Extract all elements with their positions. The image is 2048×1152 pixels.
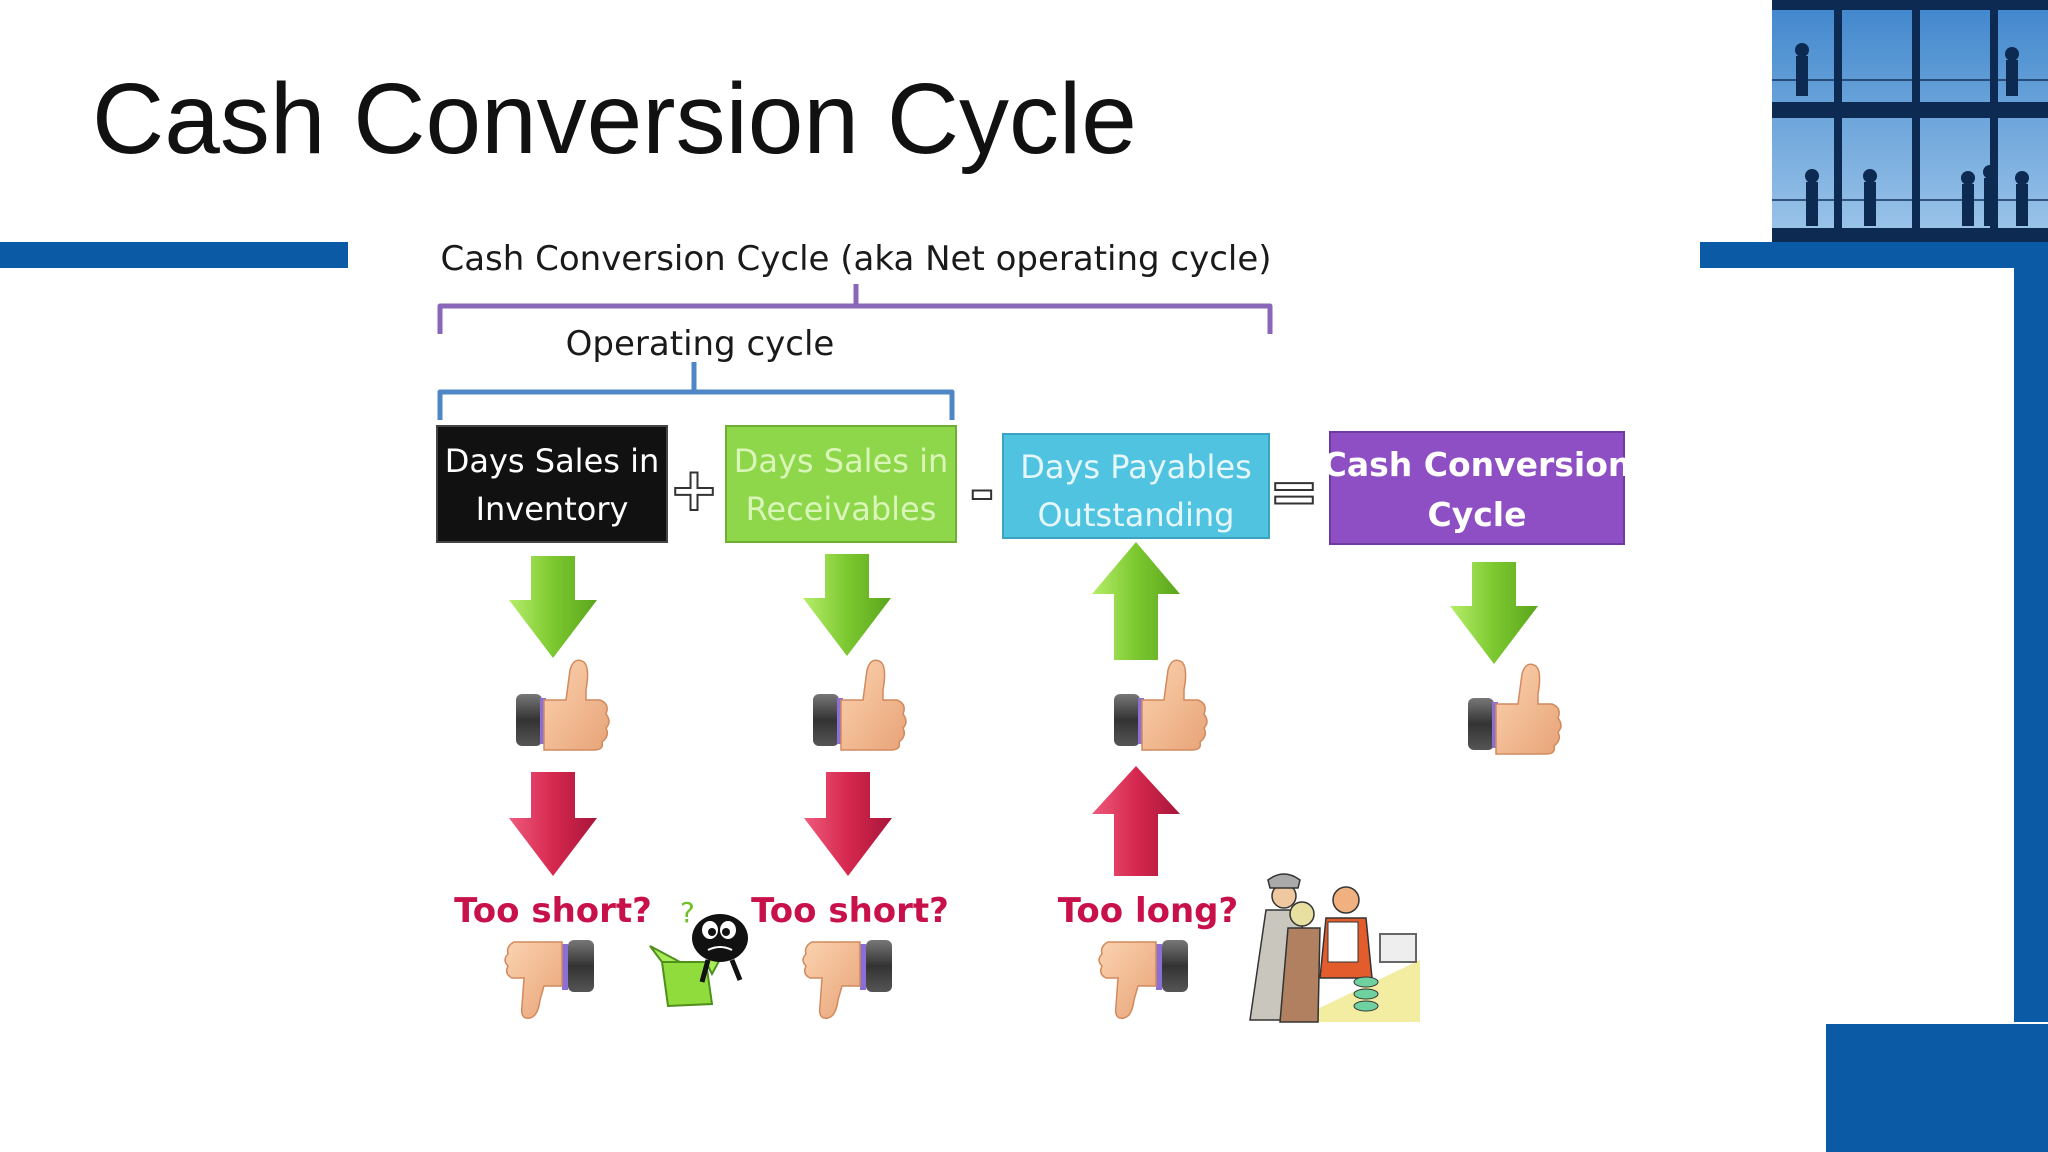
red-arrow-down-icon	[804, 772, 892, 876]
thumbs-down-icon	[802, 939, 893, 1019]
box-days-payables-outstanding: Days Payables Outstanding	[1002, 433, 1270, 539]
operator-minus: -	[970, 457, 995, 527]
inner-bracket	[437, 362, 955, 420]
box-label-line2: Receivables	[746, 490, 937, 528]
operator-plus: +	[669, 455, 719, 525]
green-arrow-down-icon	[509, 556, 597, 658]
confused-character-icon: ?	[649, 896, 748, 1008]
warning-label: Too short?	[751, 891, 949, 931]
thumbs-up-icon	[1467, 663, 1562, 755]
red-arrow-down-icon	[509, 772, 597, 876]
box-days-sales-inventory: Days Sales in Inventory	[436, 425, 668, 543]
thumbs-up-icon	[1113, 659, 1208, 751]
red-arrow-up-icon	[1092, 766, 1180, 876]
box-label-line2: Cycle	[1428, 495, 1527, 534]
box-cash-conversion-cycle: Cash Conversion Cycle	[1323, 431, 1632, 545]
operator-equals: =	[1269, 457, 1319, 527]
box-label-line1: Days Sales in	[445, 442, 660, 480]
box-label-line1: Days Payables	[1020, 448, 1252, 486]
outer-bracket	[437, 284, 1273, 334]
green-arrow-down-icon	[1450, 562, 1538, 664]
outer-bracket-label: Cash Conversion Cycle (aka Net operating…	[440, 239, 1271, 279]
thumbs-down-icon	[1098, 939, 1189, 1019]
green-arrow-down-icon	[803, 554, 891, 656]
warning-label: Too long?	[1058, 891, 1239, 931]
svg-text:?: ?	[680, 896, 695, 929]
warning-label: Too short?	[454, 891, 652, 931]
building-photo	[1772, 0, 2048, 242]
green-arrow-up-icon	[1092, 542, 1180, 660]
box-days-sales-receivables: Days Sales in Receivables	[725, 425, 957, 543]
right-side-strip	[2014, 242, 2048, 1022]
left-accent-bar	[0, 242, 348, 268]
right-accent-bar	[1700, 242, 2048, 268]
thumbs-up-icon	[515, 659, 610, 751]
bottom-right-block	[1826, 1024, 2048, 1152]
inner-bracket-label: Operating cycle	[566, 324, 835, 364]
slide-title: Cash Conversion Cycle	[92, 63, 1137, 175]
box-label-line2: Outstanding	[1038, 496, 1235, 534]
shop-counter-illustration	[1244, 873, 1420, 1023]
box-label-line2: Inventory	[476, 490, 629, 528]
box-label-line1: Cash Conversion	[1323, 445, 1632, 484]
thumbs-down-icon	[504, 939, 595, 1019]
thumbs-up-icon	[812, 659, 907, 751]
box-label-line1: Days Sales in	[734, 442, 949, 480]
